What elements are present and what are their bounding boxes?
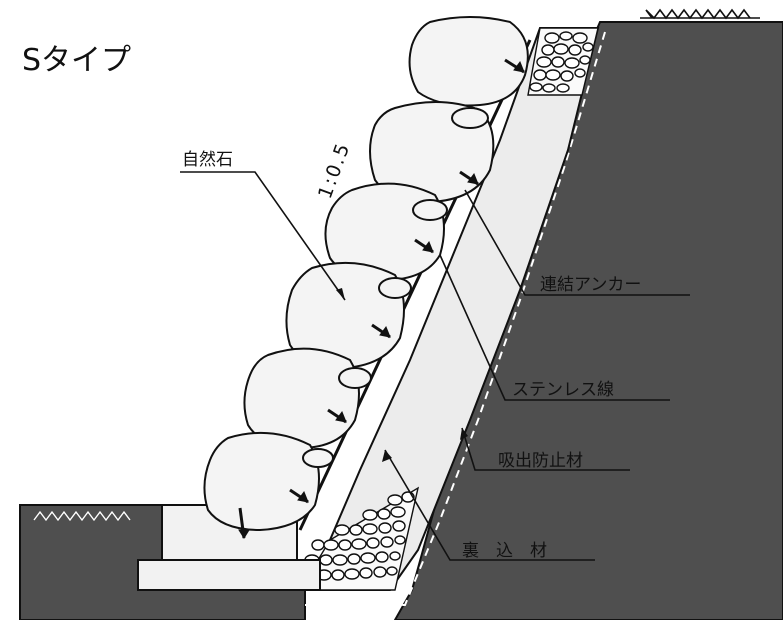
leader-suction: [461, 427, 630, 471]
diagram-title: Sタイプ: [22, 43, 131, 78]
ground-hatch-left: [33, 510, 131, 522]
leader-backfill: [384, 449, 595, 561]
suction-prevention-line: [305, 31, 606, 606]
label-anchor: 連結アンカー: [540, 275, 641, 295]
leader-anchor: [464, 189, 690, 296]
stone-small-3: [378, 277, 412, 299]
stone-small-2: [412, 199, 448, 221]
ground-hatch-top: [640, 8, 760, 20]
connecting-anchors: [238, 58, 525, 539]
label-natural-stone: 自然石: [182, 150, 233, 170]
leader-arrowheads: [336, 288, 468, 462]
gravel-top: [527, 27, 599, 96]
leader-natural-stone: [180, 171, 346, 301]
stone-small-5: [302, 448, 334, 468]
foundation-block-lower: [137, 559, 321, 591]
leader-lines: [180, 171, 690, 561]
label-backfill: 裏 込 材: [462, 540, 547, 561]
stainless-wire: [298, 39, 532, 531]
stone-6: [203, 431, 320, 532]
stone-small-4: [338, 367, 372, 389]
natural-stones: [203, 16, 529, 532]
stone-1: [408, 16, 529, 107]
label-stainless-wire: ステンレス線: [512, 380, 614, 400]
leader-stainless: [439, 254, 670, 401]
stone-small-1: [451, 107, 489, 129]
label-suction-prevention: 吸出防止材: [498, 451, 583, 471]
